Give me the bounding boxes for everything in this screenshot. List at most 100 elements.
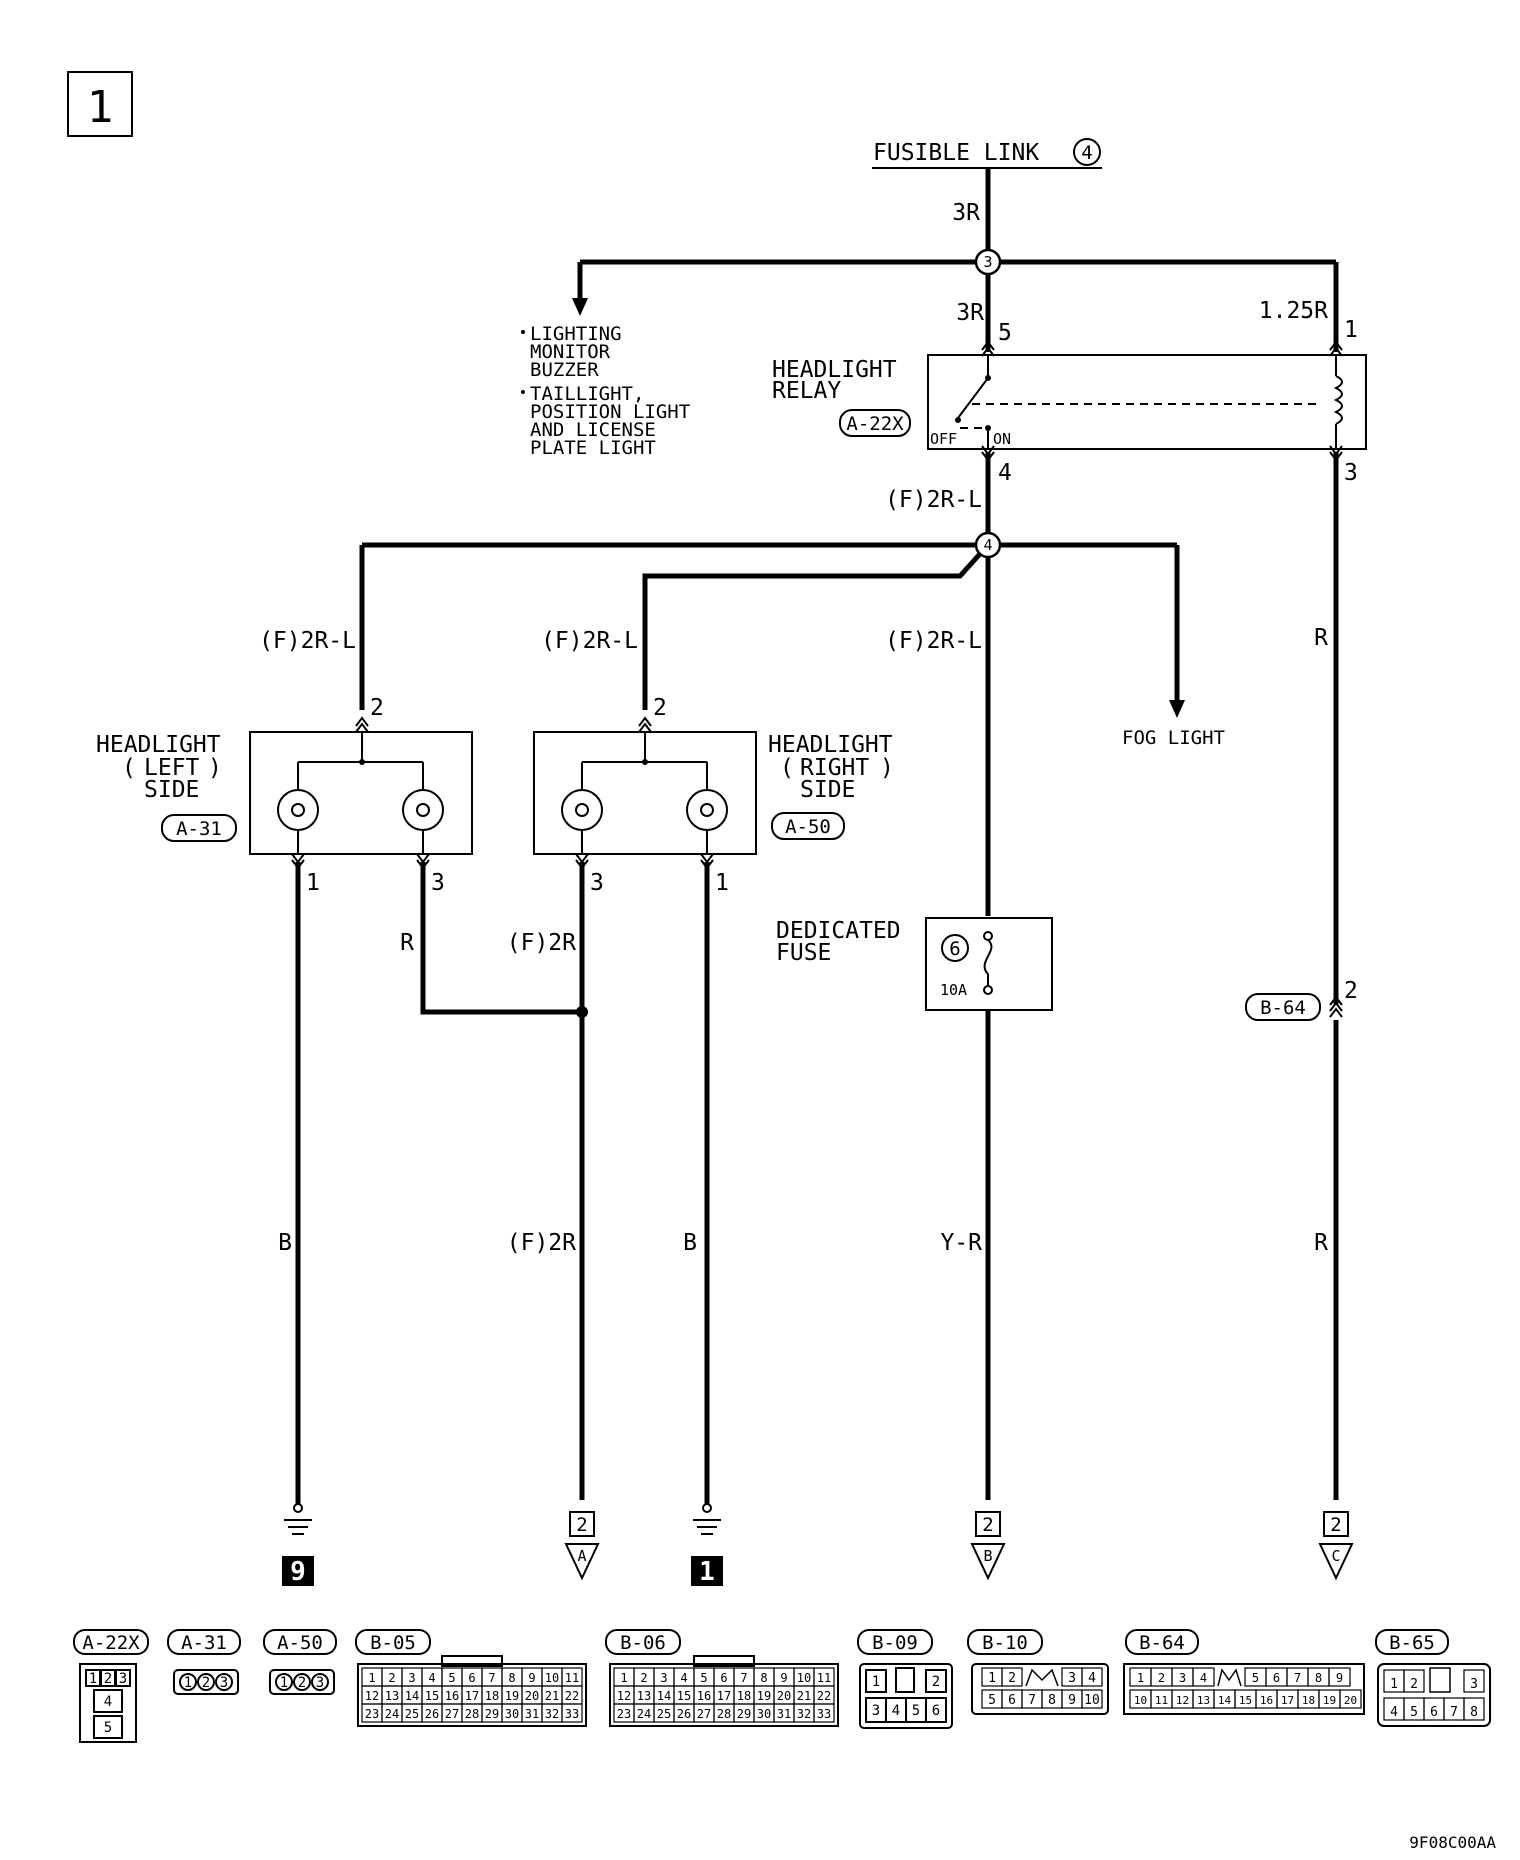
svg-text:3: 3 — [872, 1703, 880, 1719]
headlight-left: 2 1 3 HEADLIGHT ( LEFT ) SIDE A-31 — [96, 695, 473, 896]
svg-text:4: 4 — [892, 1703, 900, 1719]
connector-pin-label: 17 — [717, 1689, 731, 1703]
connector-pin-label: 27 — [445, 1707, 459, 1721]
headlight-right: 2 3 1 HEADLIGHT ( RIGHT ) SIDE A-50 — [533, 695, 894, 896]
svg-text:R: R — [1314, 625, 1328, 651]
connector-pin-label: 16 — [1260, 1694, 1273, 1707]
connector-view-b09: B-09 1 2 3 4 5 6 — [857, 1629, 953, 1729]
svg-text:3R: 3R — [956, 300, 984, 326]
connector-pin-label: 28 — [717, 1707, 731, 1721]
svg-text:(F)2R-L: (F)2R-L — [259, 628, 356, 654]
connector-key — [1217, 1668, 1242, 1687]
wire-labels: 3R 3R 1.25R (F)2R-L (F)2R-L (F)2R-L (F)2… — [259, 200, 1328, 1256]
connector-pin-label: 12 — [1176, 1694, 1189, 1707]
svg-text:Y-R: Y-R — [940, 1230, 982, 1256]
b64-inline-connector: 2 B-64 — [1245, 978, 1358, 1021]
svg-text:5: 5 — [912, 1703, 920, 1719]
svg-text:C: C — [1331, 1547, 1340, 1565]
connector-pin-label: 6 — [1430, 1705, 1438, 1720]
svg-text:A-50: A-50 — [785, 816, 831, 838]
svg-text:4: 4 — [998, 460, 1012, 486]
connector-pin-label: 3 — [660, 1671, 667, 1685]
connector-pin-cell — [1403, 1669, 1425, 1693]
connector-pin-label: 7 — [740, 1671, 747, 1685]
branch-arrows — [572, 298, 1185, 718]
connector-pin-label: 2 — [640, 1671, 647, 1685]
svg-text:1: 1 — [699, 1557, 715, 1587]
splice-4: 4 — [974, 531, 1002, 559]
connector-pin-label: 4 — [680, 1671, 687, 1685]
connector-pin-label: 2 — [1410, 1677, 1418, 1692]
svg-text:(: ( — [122, 755, 136, 781]
connector-pin-cell — [1081, 1667, 1103, 1687]
connector-pin-label: 18 — [485, 1689, 499, 1703]
connector-pin-cell — [1001, 1667, 1023, 1687]
fog-light-label: FOG LIGHT — [1122, 727, 1225, 749]
svg-text:BUZZER: BUZZER — [530, 359, 599, 381]
connector-pin-cell — [1328, 1667, 1351, 1687]
svg-text:5: 5 — [998, 320, 1012, 346]
connector-pin-label: 33 — [817, 1707, 831, 1721]
svg-text:3: 3 — [220, 1675, 228, 1691]
svg-text:1: 1 — [872, 1674, 880, 1690]
connector-pin-label: 20 — [1344, 1694, 1357, 1707]
connector-pin-label: 10 — [545, 1671, 559, 1685]
svg-text:): ) — [208, 755, 222, 781]
svg-text:1: 1 — [89, 1671, 97, 1687]
svg-text:B-09: B-09 — [872, 1632, 918, 1654]
svg-text:3: 3 — [590, 870, 604, 896]
svg-text:B-65: B-65 — [1389, 1632, 1435, 1654]
svg-text:PLATE LIGHT: PLATE LIGHT — [530, 437, 656, 459]
svg-text:6: 6 — [932, 1703, 940, 1719]
connector-pin-label: 15 — [677, 1689, 691, 1703]
connector-pin-label: 9 — [528, 1671, 535, 1685]
connector-pin-label: 23 — [617, 1707, 631, 1721]
connector-pin-label: 3 — [1470, 1677, 1478, 1692]
connector-pin-label: 7 — [488, 1671, 495, 1685]
connector-pin-label: 9 — [1068, 1693, 1076, 1708]
svg-text:10A: 10A — [940, 981, 967, 999]
connector-pin-label: 25 — [657, 1707, 671, 1721]
connector-pin-label: 7 — [1028, 1693, 1036, 1708]
connector-pin-label: 16 — [697, 1689, 711, 1703]
svg-text:(F)2R: (F)2R — [507, 1230, 576, 1256]
svg-text:A-22X: A-22X — [82, 1632, 140, 1654]
svg-text:4: 4 — [983, 536, 992, 554]
svg-text:A-31: A-31 — [181, 1632, 227, 1654]
svg-text:2: 2 — [1330, 1514, 1341, 1536]
svg-text:SIDE: SIDE — [144, 777, 199, 803]
svg-text:SIDE: SIDE — [800, 777, 855, 803]
connector-pin-label: 6 — [1273, 1671, 1280, 1685]
connector-pin-label: 23 — [365, 1707, 379, 1721]
svg-text:2: 2 — [653, 695, 667, 721]
svg-text:2: 2 — [1344, 978, 1358, 1004]
svg-text:(F)2R-L: (F)2R-L — [885, 487, 982, 513]
svg-text:HEADLIGHT: HEADLIGHT — [96, 732, 221, 758]
svg-text:B: B — [683, 1230, 697, 1256]
connector-pin-label: 11 — [1155, 1694, 1168, 1707]
connector-pin-label: 1 — [988, 1671, 996, 1686]
svg-text:): ) — [880, 755, 894, 781]
connector-pin-cell — [1339, 1689, 1362, 1709]
svg-text:3: 3 — [983, 253, 992, 271]
svg-text:4: 4 — [104, 1694, 112, 1710]
svg-text:DEDICATED: DEDICATED — [776, 918, 901, 944]
svg-text:1: 1 — [280, 1675, 288, 1691]
connector-pin-label: 5 — [448, 1671, 455, 1685]
connector-pin-label: 8 — [508, 1671, 515, 1685]
connector-pin-label: 29 — [737, 1707, 751, 1721]
connector-views: A-22X 1 2 3 4 5 A-31 1 2 3 A-50 1 — [73, 1629, 1491, 1743]
connector-pin-label: 6 — [720, 1671, 727, 1685]
connector-key — [1429, 1667, 1451, 1693]
connector-pin-cell — [1192, 1667, 1215, 1687]
connector-pin-label: 33 — [565, 1707, 579, 1721]
svg-text:R: R — [400, 930, 414, 956]
connector-pin-label: 1 — [1390, 1677, 1398, 1692]
svg-text:3: 3 — [431, 870, 445, 896]
connector-pin-label: 15 — [1239, 1694, 1252, 1707]
connector-pin-label: 3 — [1179, 1671, 1186, 1685]
